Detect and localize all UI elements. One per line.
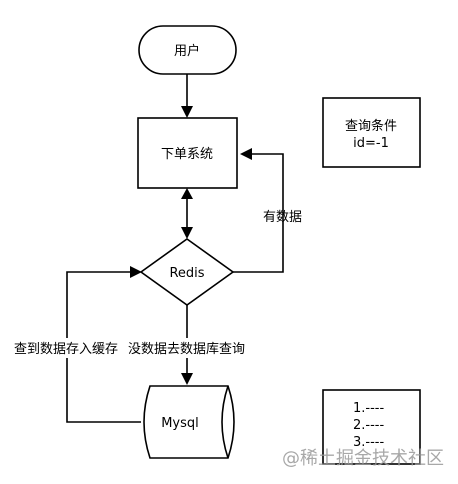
note-result-line2: 2.----	[353, 418, 384, 433]
node-mysql-database: Mysql	[143, 385, 235, 459]
edge-label-write-cache: 查到数据存入缓存	[14, 342, 118, 357]
note-result-list: 1.---- 2.---- 3.----	[322, 389, 421, 465]
edge-mysql-to-redis: 查到数据存入缓存	[14, 266, 142, 423]
edge-order-redis-bidirectional	[181, 188, 193, 239]
edge-redis-to-mysql: 没数据去数据库查询	[126, 305, 248, 385]
node-order-system: 下单系统	[137, 117, 238, 189]
edge-user-to-order	[181, 74, 193, 118]
edge-label-has-data: 有数据	[263, 210, 302, 225]
edge-label-query-db: 没数据去数据库查询	[128, 341, 245, 357]
note-result-line3: 3.----	[353, 435, 384, 450]
note-query-condition: 查询条件 id=-1	[322, 97, 421, 168]
note-result-line1: 1.----	[353, 401, 384, 416]
node-order-system-label: 下单系统	[161, 147, 213, 162]
watermark: @稀土掘金技术社区	[282, 448, 444, 469]
note-query-condition-line2: id=-1	[353, 136, 389, 151]
edge-redis-has-data: 有数据	[231, 148, 302, 273]
note-query-condition-line1: 查询条件	[345, 118, 397, 134]
node-redis-label: Redis	[169, 266, 204, 281]
node-mysql-label: Mysql	[161, 416, 199, 431]
node-user-label: 用户	[174, 43, 200, 59]
node-redis: Redis	[139, 238, 235, 306]
node-user: 用户	[138, 25, 237, 75]
